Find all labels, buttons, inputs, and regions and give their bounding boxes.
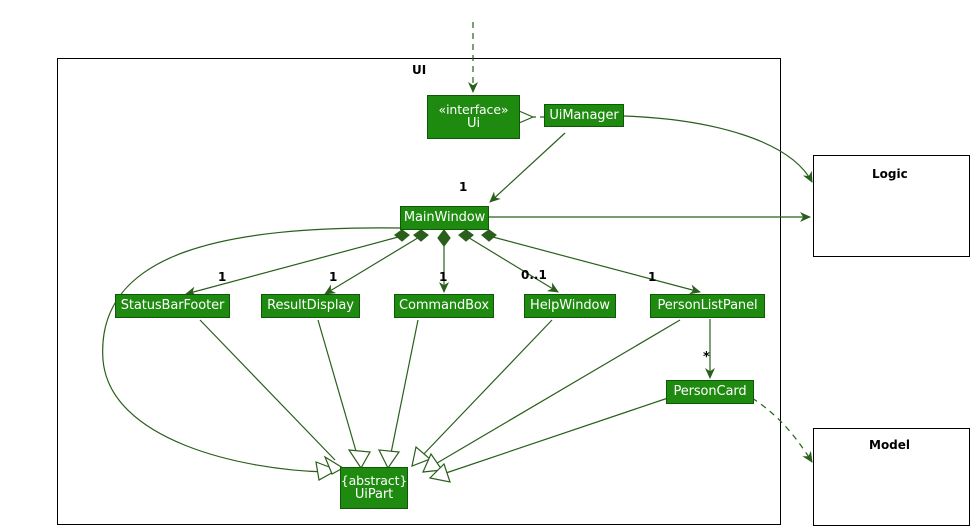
ui-manager-name: UiManager [549,107,619,123]
assoc-uimanager-to-logic [623,115,813,183]
inh-statusbarfooter-to-uipart-line [199,319,336,461]
model-package-label: Model [869,438,911,452]
inh-mainwindow-to-uipart-line [102,227,401,473]
main-window-name: MainWindow [403,210,486,225]
comp-diamond-personlistpanel [481,229,497,242]
inh-statusbarfooter-to-uipart-triangle [323,455,345,475]
inh-helpwindow-to-uipart-line [419,319,553,459]
comp-mainwindow-resultdisplay-line [324,235,422,295]
class-person-list-panel[interactable]: PersonListPanel [650,294,765,318]
class-ui-part[interactable]: {abstract} UiPart [340,467,408,509]
multiplicity-main-window: 1 [459,180,468,194]
multiplicity-person-card: * [703,350,710,365]
multiplicity-command-box: 1 [439,270,448,284]
comp-mainwindow-personlistpanel-line [488,235,701,295]
assoc-uimanager-to-mainwindow [489,132,566,203]
help-window-name: HelpWindow [530,298,610,313]
multiplicity-person-list-panel: 1 [648,270,657,284]
ui-part-abstract-marker: {abstract} [340,473,408,488]
comp-diamond-resultdisplay [413,229,429,242]
class-ui-manager[interactable]: UiManager [544,104,624,127]
inh-helpwindow-to-uipart-triangle [411,445,432,467]
inh-resultdisplay-to-uipart-line [317,319,359,459]
inh-commandbox-to-uipart-triangle [377,449,401,470]
comp-diamond-commandbox [437,229,451,247]
ui-interface-stereotype: «interface» [438,102,509,117]
logic-package-frame [813,155,970,257]
multiplicity-help-window: 0..1 [521,268,547,282]
inh-personlistpanel-to-uipart-triangle [422,452,444,473]
inh-personcard-to-uipart-line [439,397,669,476]
comp-diamond-helpwindow [458,229,474,242]
model-package-frame [813,428,970,526]
multiplicity-status-bar-footer: 1 [218,270,227,284]
inh-commandbox-to-uipart-line [389,319,419,459]
class-main-window[interactable]: MainWindow [400,206,489,230]
person-list-panel-name: PersonListPanel [657,298,758,313]
class-person-card[interactable]: PersonCard [666,380,754,404]
comp-mainwindow-helpwindow-line [465,235,559,293]
status-bar-footer-name: StatusBarFooter [120,298,225,313]
command-box-name: CommandBox [399,298,489,313]
inh-mainwindow-to-uipart-triangle [315,461,339,481]
ui-interface-name: Ui [467,116,480,131]
class-command-box[interactable]: CommandBox [394,294,494,318]
logic-package-label: Logic [872,167,908,181]
class-help-window[interactable]: HelpWindow [524,294,616,318]
class-result-display[interactable]: ResultDisplay [261,294,360,318]
multiplicity-result-display: 1 [329,270,338,284]
inh-resultdisplay-to-uipart-triangle [347,449,371,470]
comp-diamond-statusbarfooter [394,229,410,242]
ui-part-name: UiPart [354,487,394,502]
ui-package-frame [57,58,781,525]
inh-personcard-to-uipart-triangle [428,462,451,483]
comp-mainwindow-statusbarfooter-line [185,235,403,297]
person-card-name: PersonCard [673,384,747,399]
inh-personlistpanel-to-uipart-line [431,319,681,467]
ui-package-label: UI [412,63,427,77]
class-ui-interface[interactable]: «interface» Ui [427,95,520,139]
result-display-name: ResultDisplay [267,298,354,313]
dep-personcard-to-model [751,397,813,463]
class-status-bar-footer[interactable]: StatusBarFooter [115,294,230,318]
